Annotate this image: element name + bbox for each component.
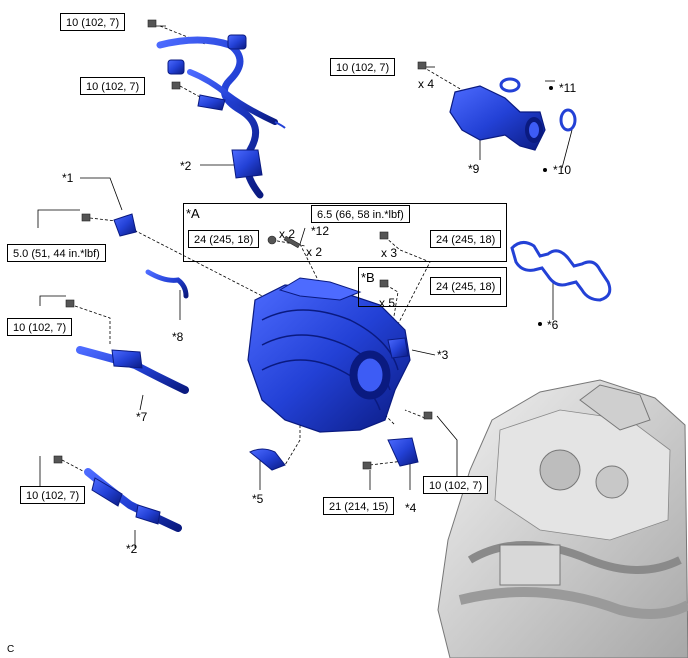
torque-bracket-left: 10 (102, 7) xyxy=(7,318,73,336)
gasket-11 xyxy=(499,77,521,93)
bolt-icon xyxy=(379,279,389,288)
intake-manifold xyxy=(247,277,411,433)
callout-2-lower: *2 xyxy=(126,542,138,556)
callout-2-upper: *2 xyxy=(180,159,192,173)
callout-5: *5 xyxy=(252,492,264,506)
bracket-part-4 xyxy=(387,437,419,467)
callout-11: *11 xyxy=(559,81,577,95)
callout-1: *1 xyxy=(62,171,74,185)
bolt-icon xyxy=(171,81,181,90)
group-a-label: *A xyxy=(186,206,200,221)
bolt-icon xyxy=(65,299,75,308)
qty-group-a-bolts: x 3 xyxy=(381,246,398,260)
callout-6: *6 xyxy=(547,318,559,332)
torque-bracket-bottom: 21 (214, 15) xyxy=(323,497,395,515)
torque-group-b-bolt: 24 (245, 18) xyxy=(430,277,502,295)
corner-mark: C xyxy=(7,644,15,655)
engine-block-illustration xyxy=(437,379,688,658)
group-b-label: *B xyxy=(361,270,375,285)
dot-11 xyxy=(549,86,553,90)
stud-icon xyxy=(283,235,301,249)
torque-sensor: 5.0 (51, 44 in.*lbf) xyxy=(7,244,106,262)
gasket-10 xyxy=(559,108,577,132)
callout-9: *9 xyxy=(468,162,480,176)
torque-group-a-nut: 24 (245, 18) xyxy=(188,230,260,248)
bolts xyxy=(53,19,433,470)
qty-group-b-bolts: x 5 xyxy=(379,296,396,310)
bolt-icon xyxy=(362,461,372,470)
group-a-box xyxy=(183,203,507,262)
bolt-icon xyxy=(417,61,427,70)
torque-harness-mid: 10 (102, 7) xyxy=(80,77,146,95)
callout-12: *12 xyxy=(311,224,330,238)
dot-10 xyxy=(543,168,547,172)
torque-harness-top: 10 (102, 7) xyxy=(60,13,126,31)
bolt-icon xyxy=(423,411,433,420)
wire-harness-lower xyxy=(84,468,182,532)
sensor-part xyxy=(113,213,137,237)
bolt-icon xyxy=(147,19,157,28)
manifold-part-9 xyxy=(449,85,546,151)
torque-bracket-upper: 10 (102, 7) xyxy=(330,58,396,76)
bracket-left-part xyxy=(76,346,189,394)
nut-icon xyxy=(267,235,277,245)
bolt-icon xyxy=(53,455,63,464)
qty-group-a-nuts: x 2 xyxy=(279,227,296,241)
bolt-icon xyxy=(81,213,91,222)
hose-part xyxy=(145,269,189,299)
callout-7: *7 xyxy=(136,410,148,424)
solid-leaders xyxy=(37,25,573,548)
pipe-part-5 xyxy=(249,448,286,471)
group-b-box xyxy=(358,267,507,307)
dot-6 xyxy=(538,322,542,326)
gasket-6 xyxy=(510,241,612,302)
torque-group-a-bolt: 24 (245, 18) xyxy=(430,230,502,248)
wire-harness-upper xyxy=(156,34,286,199)
torque-group-a-stud: 6.5 (66, 58 in.*lbf) xyxy=(311,205,410,223)
qty-group-a-studs: x 2 xyxy=(306,245,323,259)
callout-4: *4 xyxy=(405,501,417,515)
bolt-icon xyxy=(379,231,389,240)
qty-upper-bolts: x 4 xyxy=(418,77,435,91)
torque-bracket-lower: 10 (102, 7) xyxy=(20,486,86,504)
torque-bracket-right: 10 (102, 7) xyxy=(423,476,489,494)
callout-8: *8 xyxy=(172,330,184,344)
callout-10: *10 xyxy=(553,163,572,177)
callout-3: *3 xyxy=(437,348,449,362)
